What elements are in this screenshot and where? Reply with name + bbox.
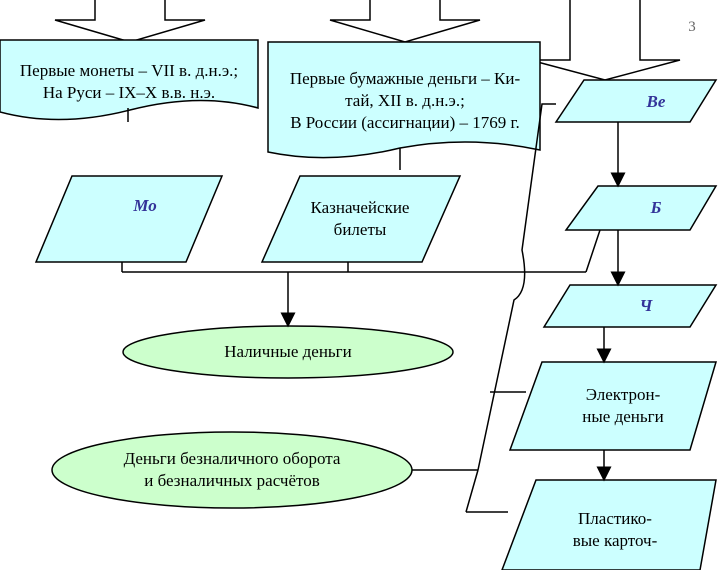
banner-paper-text: Первые бумажные деньги – Ки- тай, XII в.… [289,69,521,132]
shape-ve-label: Ве [646,92,666,111]
ellipse-noncash-label: Деньги безналичного оборота и безналичны… [123,449,341,490]
top-block-arrow-right [529,0,681,81]
shape-electronic [508,361,718,451]
shape-electronic-label: Электрон- ные деньги [582,385,664,426]
shape-ch-label: Ч [639,296,653,315]
shape-mo-label: Мо [133,196,157,215]
ellipse-cash-label: Наличные деньги [224,342,352,361]
shape-ch [542,284,718,328]
shape-b-label: Б [650,198,662,217]
shape-plastic [501,479,717,570]
shape-plastic-label: Пластико- вые карточ- [572,509,658,550]
shape-mo [34,175,224,263]
top-block-arrow-left [54,0,206,43]
shape-treasury-label: Казначейские билеты [310,198,410,239]
shape-ve [554,79,718,123]
banner-paper-money [267,41,541,159]
shape-treasury [260,175,462,263]
top-block-arrow-middle [329,0,481,43]
page-number: 3 [688,19,696,35]
shape-b [564,185,718,231]
banner-coins [0,39,259,121]
banner-coins-text: Первые монеты – VII в. д.н.э.; На Руси –… [19,61,239,102]
